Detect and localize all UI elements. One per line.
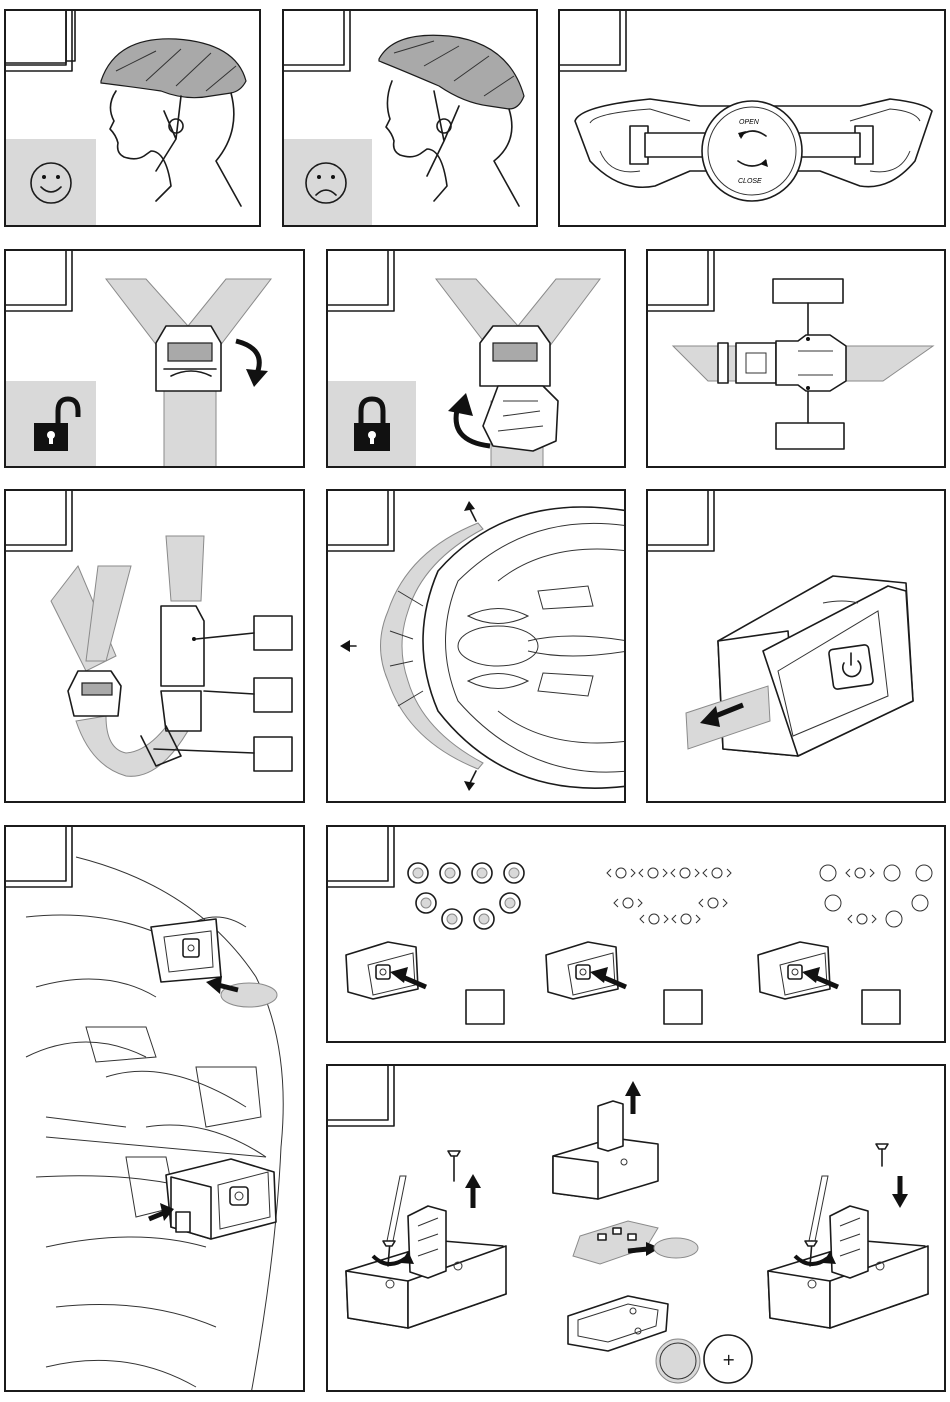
arrow-up-icon [625, 1081, 641, 1114]
panel-light-tab-pull [646, 489, 946, 803]
led-pattern-mixed [820, 865, 932, 927]
led-pattern-flashing [607, 868, 731, 924]
mode-1-label-box [466, 990, 504, 1024]
label-box-1 [254, 616, 292, 650]
step-number-box [6, 11, 66, 63]
panel-strap-adjust [4, 489, 305, 803]
arrow-down-icon [464, 771, 476, 791]
strap-adjust-illustration [6, 491, 305, 803]
light-unit-mode-2 [546, 942, 618, 999]
strap-divider [68, 671, 121, 716]
shaded-box [6, 139, 96, 227]
rotate-arrow-icon [448, 393, 490, 446]
strap-divider-unlock-illustration [6, 251, 305, 468]
light-mount-illustration [6, 827, 305, 1392]
dial-open-label: OPEN [739, 119, 760, 126]
strap-divider [480, 326, 558, 451]
fit-incorrect-illustration [284, 11, 538, 227]
fit-correct-illustration [6, 11, 261, 227]
panel-dial-adjuster: OPEN CLOSE [558, 9, 946, 227]
arrow-left-icon [340, 640, 356, 652]
panel-light-modes [326, 825, 946, 1043]
light-base [568, 1296, 668, 1351]
panel-chin-buckle [646, 249, 946, 468]
light-tab-pull-illustration [648, 491, 946, 803]
panel-fit-correct [4, 9, 261, 227]
label-box-bottom [776, 423, 844, 449]
panel-visor-removal [326, 489, 626, 803]
shaded-box [284, 139, 372, 227]
panel-strap-divider-lock [326, 249, 626, 468]
light-unit-mode-1 [346, 942, 418, 999]
battery-replace-illustration: + [328, 1066, 946, 1392]
dial-close-label: CLOSE [738, 178, 762, 185]
panel-fit-incorrect [282, 9, 538, 227]
strap-divider-lock-illustration [328, 251, 626, 468]
mode-2-label-box [664, 990, 702, 1024]
panel-battery-replace: + [326, 1064, 946, 1392]
chin-buckle-illustration [648, 251, 946, 468]
battery-plus-symbol: + [722, 1350, 735, 1369]
panel-light-mount [4, 825, 305, 1392]
gasket [654, 1238, 698, 1258]
buckle [161, 606, 204, 686]
dial-knob: OPEN CLOSE [702, 101, 802, 201]
power-button [828, 644, 873, 689]
buckle-male [736, 343, 776, 383]
rotate-arrow-icon [236, 341, 268, 387]
visor-removal-illustration [328, 491, 626, 803]
arrow-up-icon [464, 501, 476, 521]
battery-icon: + [656, 1335, 752, 1383]
strap-divider [156, 326, 221, 391]
arrow-up-icon [465, 1174, 481, 1208]
mode-3-label-box [862, 990, 900, 1024]
dial-adjuster-illustration: OPEN CLOSE [560, 11, 946, 227]
clip [830, 1206, 868, 1278]
light-housing-closed [768, 1206, 928, 1328]
mount-plate [151, 919, 221, 982]
label-box-3 [254, 737, 292, 771]
buckle-female [776, 335, 846, 391]
head-with-tilted-helmet-icon [379, 35, 524, 206]
led-pattern-steady [408, 863, 524, 929]
label-box-top [773, 279, 843, 303]
circuit-board [573, 1221, 658, 1264]
light-unit [166, 1159, 276, 1239]
light-modes-illustration [328, 827, 946, 1043]
head-with-helmet-icon [101, 39, 246, 206]
arrow-down-icon [892, 1176, 908, 1208]
light-unit-mode-3 [758, 942, 830, 999]
light-top-part [553, 1101, 658, 1199]
label-box-2 [254, 678, 292, 712]
panel-strap-divider-unlock [4, 249, 305, 468]
clip [408, 1206, 446, 1278]
light-housing-open [346, 1206, 506, 1328]
